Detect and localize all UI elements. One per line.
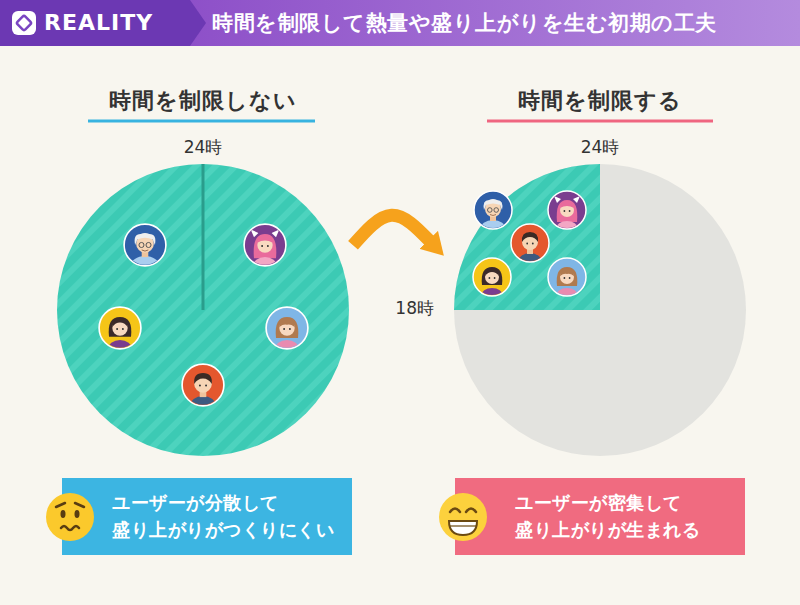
section-heading: 時間を制限しない: [56, 86, 350, 116]
emoji-icon: [438, 492, 488, 542]
time-label: 18時: [395, 297, 434, 319]
time-label: 24時: [581, 136, 620, 158]
section-heading: 時間を制限する: [453, 86, 747, 116]
logo-band: [0, 0, 206, 46]
emoji-face: [46, 493, 94, 541]
logo-icon: [12, 11, 36, 35]
user-avatar: [548, 258, 586, 304]
heading-underline: [88, 120, 315, 123]
result-box: ユーザーが密集して 盛り上がりが生まれる: [455, 478, 745, 555]
user-avatar: [266, 307, 308, 358]
page-title: 時間を制限して熱量や盛り上がりを生む初期の工夫: [212, 9, 717, 37]
active-slice: [454, 164, 600, 310]
title-band: [180, 0, 800, 46]
user-avatar: [511, 224, 549, 271]
heading-underline: [487, 120, 713, 123]
clock-face: [57, 164, 349, 456]
user-avatar: [548, 191, 586, 237]
time-circle: 時間を制限する: [453, 163, 747, 457]
clock-face: [454, 164, 746, 456]
user-avatar: [473, 258, 511, 304]
result-text: ユーザーが分散して 盛り上がりがつくりにくい: [112, 490, 342, 542]
emoji-face: [439, 493, 487, 541]
time-circle: 時間を制限しない: [56, 163, 350, 457]
time-label: 24時: [184, 136, 223, 158]
header-bar: [0, 0, 800, 46]
clock-hand: [202, 164, 205, 310]
circle-shape: [453, 163, 747, 457]
result-box: ユーザーが分散して 盛り上がりがつくりにくい: [62, 478, 352, 555]
emoji-icon: [45, 492, 95, 542]
logo-mark: [16, 15, 32, 31]
user-avatar: [124, 224, 166, 276]
user-avatar: [244, 224, 286, 275]
user-avatar: [474, 191, 512, 238]
user-avatar: [99, 307, 141, 358]
circle-shape: [56, 163, 350, 457]
flow-arrow: [353, 215, 430, 245]
result-text: ユーザーが密集して 盛り上がりが生まれる: [515, 490, 735, 542]
brand-logo: REALITY: [44, 9, 153, 37]
user-avatar: [182, 364, 224, 416]
